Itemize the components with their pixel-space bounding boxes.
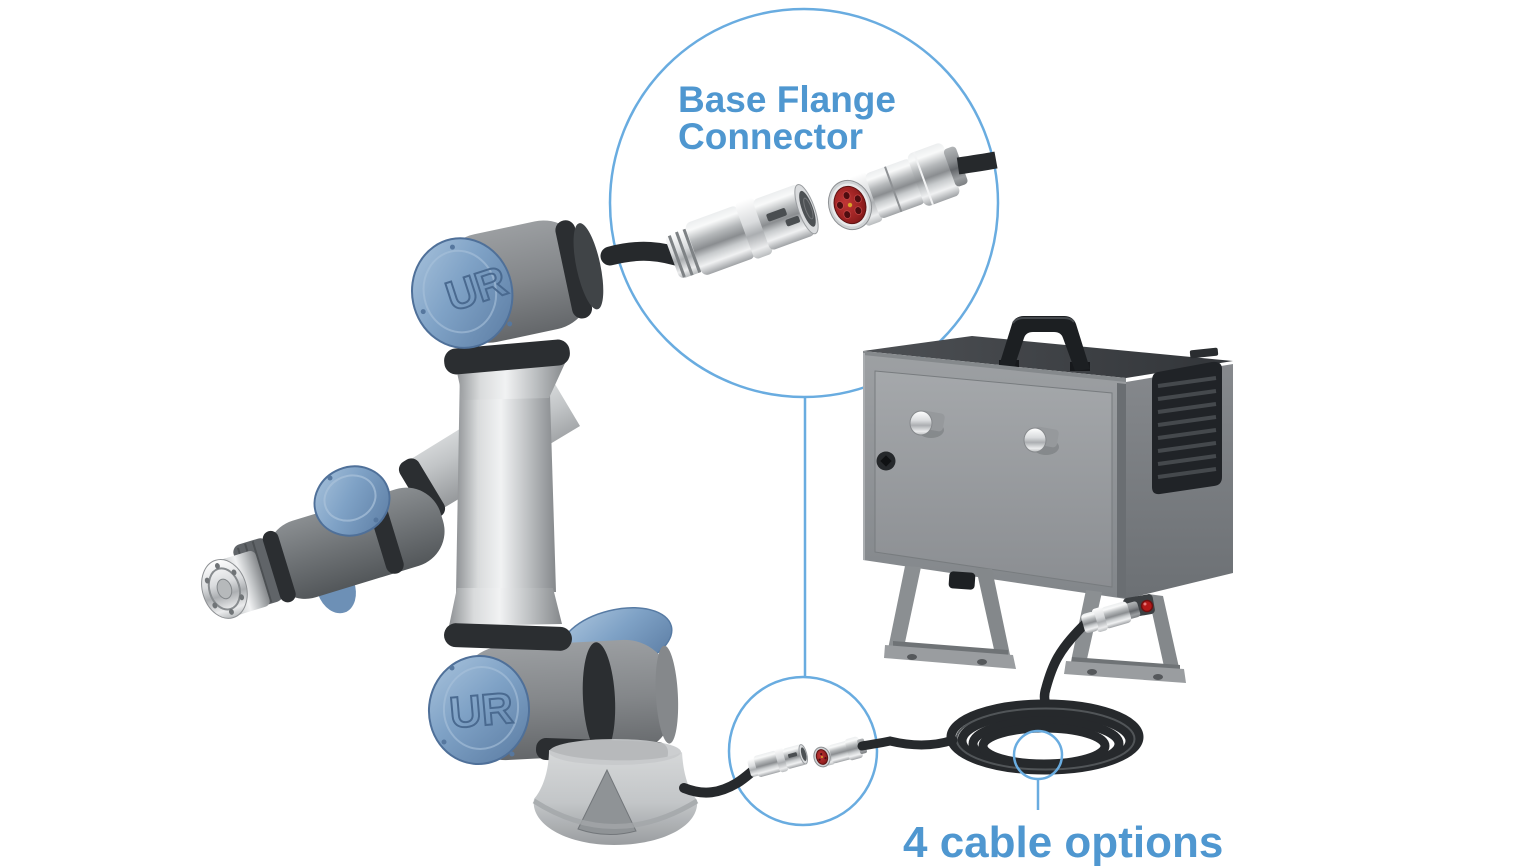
female-connector-large [665, 184, 819, 278]
box-top-face [863, 336, 1233, 378]
box-led-glint [1143, 602, 1147, 606]
box-cable-connector [1081, 601, 1141, 634]
cable-connector-inset [747, 735, 958, 777]
box-foot-left [884, 566, 1016, 669]
pedestal-cutout [577, 768, 637, 835]
control-box-illustration [863, 316, 1233, 775]
box-vent-grille [1152, 361, 1222, 495]
robot-upper-arm-tube [444, 339, 572, 651]
base-flange-label-line1: Base Flange [678, 79, 896, 120]
box-door-panel [874, 370, 1113, 588]
male-connector-large [827, 143, 968, 231]
ur-logo: UR [448, 684, 516, 738]
robot-wrist-cap [313, 465, 391, 537]
box-handle [998, 316, 1090, 371]
robot-arm-illustration: UR UR [201, 220, 759, 845]
box-latch-right [1023, 426, 1059, 455]
flange-bolt-holes [204, 563, 245, 615]
vent-louvers [1157, 376, 1217, 479]
coiled-cable [946, 699, 1144, 775]
inset-cable-to-coil [857, 735, 958, 751]
box-door-hinge-strip [1117, 383, 1126, 598]
cable-options-callout-circle [1012, 729, 1064, 781]
robot-tool-flange [201, 550, 270, 619]
robot-base-pedestal [532, 739, 699, 845]
connector-center-pin [847, 202, 853, 208]
robot-base-cap: UR [427, 655, 531, 765]
box-bottom-gland [948, 571, 976, 590]
box-lock [876, 451, 896, 471]
connector-pin-holes [836, 191, 863, 219]
robot-elbow-joint: UR [410, 220, 604, 349]
inset-cable-right [956, 151, 998, 175]
box-top-tab [1189, 347, 1219, 359]
cable-options-label: 4 cable options [903, 818, 1223, 866]
base-flange-label-line2: Connector [678, 116, 863, 157]
base-flange-connector-inset [600, 143, 998, 278]
female-connector-small [747, 744, 809, 777]
robot-base-cable [679, 765, 759, 798]
box-led-indicator [1140, 599, 1154, 613]
box-latch-left [909, 410, 945, 438]
